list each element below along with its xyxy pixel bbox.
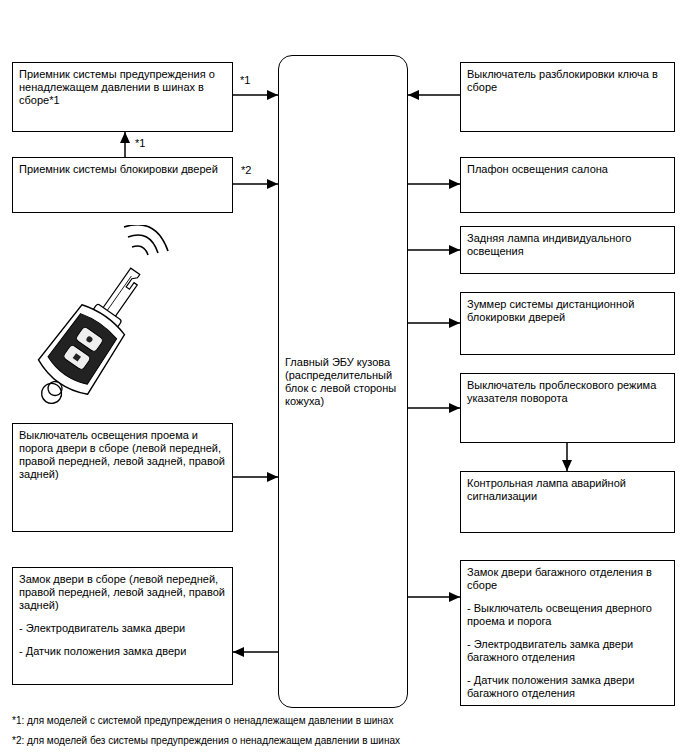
lamp-box: Плафон освещения салона <box>460 157 675 213</box>
switch-box: Выключатель проблескового режима указате… <box>460 373 675 443</box>
switch-box: Выключатель разблокировки ключа в сборе <box>460 62 675 132</box>
lock-box: Замок двери в сборе (левой передней, пра… <box>12 567 233 685</box>
connector-arrow <box>233 94 278 96</box>
box-item: - Выключатель освещения дверного проема … <box>467 602 668 628</box>
box-title: Выключатель освещения проема и порога дв… <box>19 429 226 481</box>
footnote-mark: *1 <box>134 137 146 150</box>
connector-arrow <box>408 322 460 324</box>
box-title: Замок двери багажного отделения в сборе <box>467 566 668 592</box>
connector-arrow <box>408 249 460 251</box>
box-item: - Датчик положения замка двери <box>19 645 226 658</box>
box-title: Приемник системы блокировки дверей <box>19 163 226 176</box>
connector-arrow <box>408 183 460 185</box>
connector-arrow <box>566 443 568 471</box>
box-title: Плафон освещения салона <box>467 163 668 176</box>
box-item: - Электродвигатель замка двери багажного… <box>467 638 668 664</box>
box-title: Приемник системы предупреждения о ненадл… <box>19 68 226 107</box>
connector-arrow <box>408 407 460 409</box>
box-title: Задняя лампа индивидуального освещения <box>467 232 668 258</box>
key-illustration <box>20 225 180 425</box>
footnote-mark: *2 <box>240 164 252 177</box>
lamp-box: Контрольная лампа аварийной сигнализации <box>460 471 675 533</box>
switch-box: Выключатель освещения проема и порога дв… <box>12 423 233 532</box>
lock-box: Замок двери багажного отделения в сборе -… <box>460 560 675 706</box>
receiver-box: Приемник системы предупреждения о ненадл… <box>12 62 233 132</box>
box-title: Контрольная лампа аварийной сигнализации <box>467 477 668 503</box>
box-title: Зуммер системы дистанционной блокировки … <box>467 298 668 324</box>
box-item: - Электродвигатель замка двери <box>19 622 226 635</box>
box-title: Замок двери в сборе (левой передней, пра… <box>19 573 226 612</box>
lamp-box: Задняя лампа индивидуального освещения <box>460 226 675 274</box>
connector-arrow <box>124 132 126 157</box>
footnote-mark: *1 <box>239 74 251 87</box>
buzzer-box: Зуммер системы дистанционной блокировки … <box>460 292 675 355</box>
connector-arrow <box>408 596 460 598</box>
ecu-box: Главный ЭБУ кузова (распределительный бл… <box>278 55 408 708</box>
box-title: Выключатель проблескового режима указате… <box>467 379 668 405</box>
box-title: Выключатель разблокировки ключа в сборе <box>467 68 668 94</box>
connector-arrow <box>233 651 278 653</box>
footnote: *1: для моделей с системой предупреждени… <box>12 715 393 727</box>
connector-arrow <box>233 183 278 185</box>
connector-arrow <box>233 476 278 478</box>
connector-arrow <box>408 94 460 96</box>
footnote: *2: для моделей без системы предупрежден… <box>12 735 400 747</box>
receiver-box: Приемник системы блокировки дверей <box>12 157 233 213</box>
box-item: - Датчик положения замка двери багажного… <box>467 674 668 700</box>
box-title: Главный ЭБУ кузова (распределительный бл… <box>285 356 401 408</box>
